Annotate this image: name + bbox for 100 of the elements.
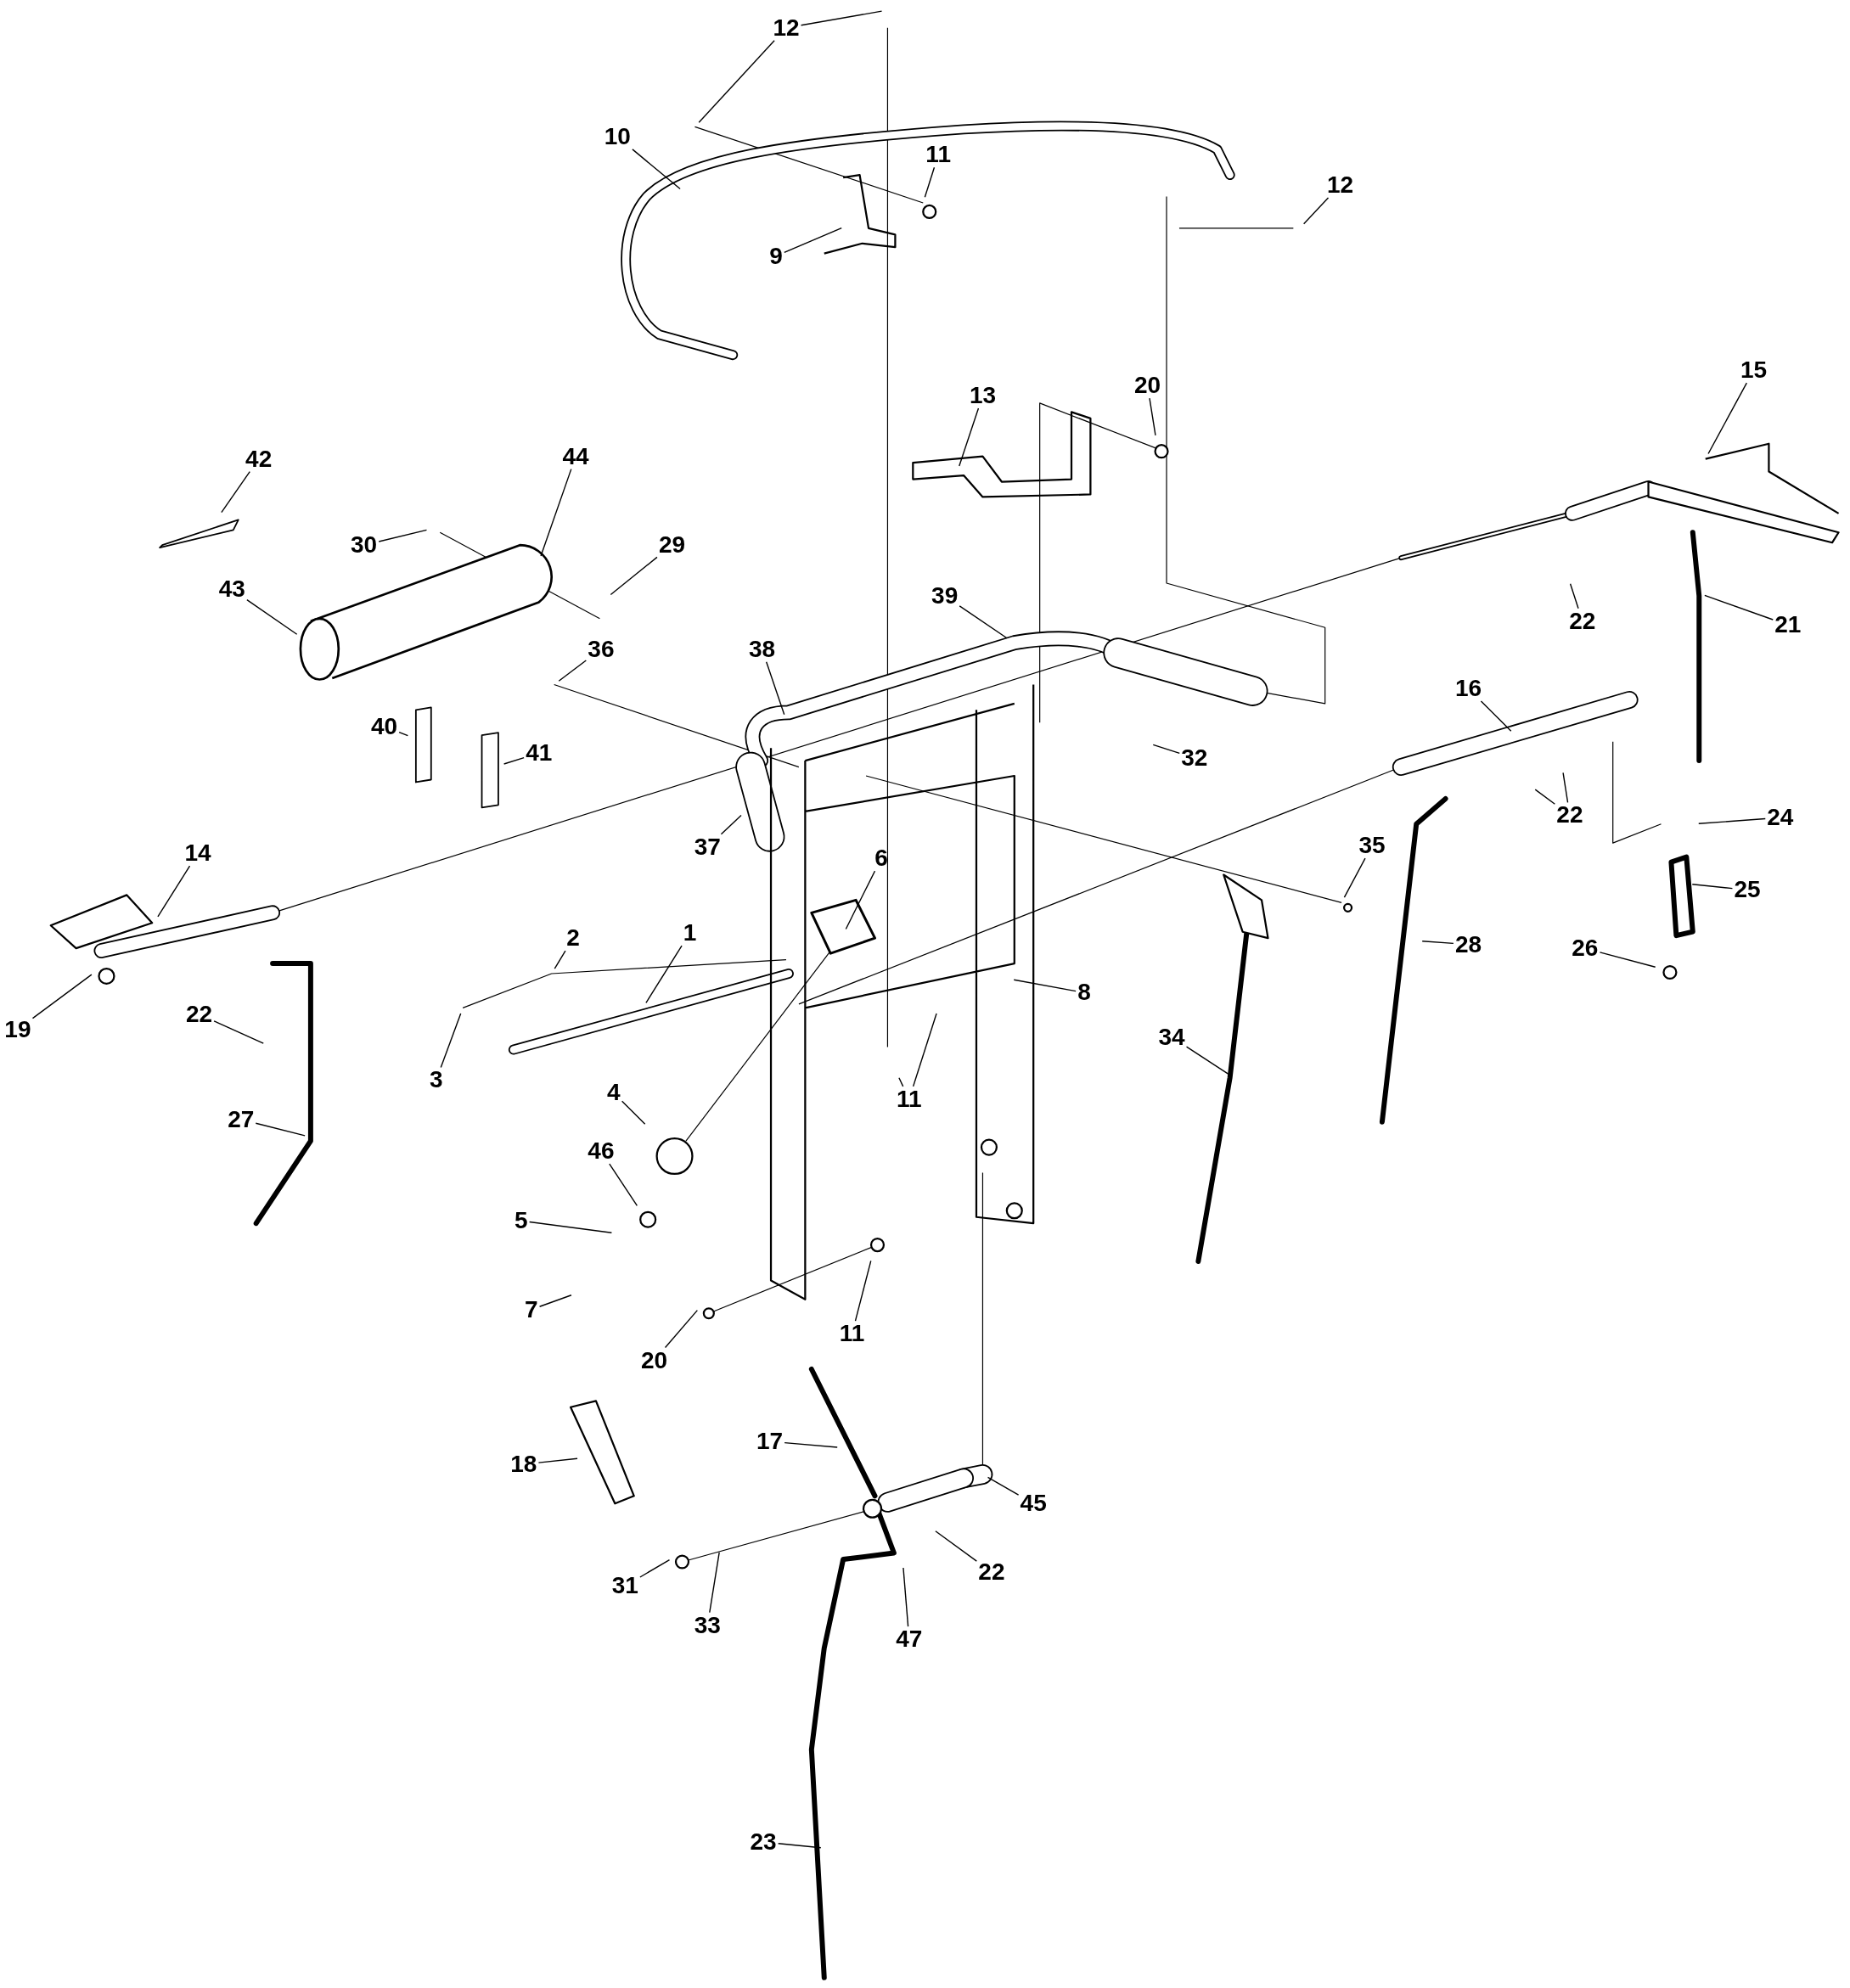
leader-line [1302, 197, 1330, 225]
leader-line [1152, 744, 1180, 755]
leader-line [1421, 941, 1454, 945]
callout-number: 27 [226, 1106, 256, 1132]
callout-number: 29 [656, 532, 688, 559]
callout-number: 24 [1765, 805, 1796, 831]
callout-number: 10 [602, 124, 633, 150]
leader-line [959, 407, 980, 467]
leader-line [621, 1100, 646, 1125]
leader-line [157, 865, 191, 918]
callout-number: 21 [1773, 612, 1803, 638]
callout-number: 5 [513, 1208, 530, 1234]
callout-number: 23 [748, 1829, 779, 1856]
leader-line [221, 470, 250, 514]
leader-line [554, 950, 566, 969]
callout-number: 11 [837, 1321, 867, 1347]
callout-number: 47 [894, 1626, 925, 1653]
leader-line [1149, 397, 1156, 436]
leader-line [720, 814, 742, 835]
leader-line [558, 660, 588, 682]
leader-line [440, 1013, 462, 1069]
callout-number: 12 [771, 14, 801, 41]
leader-line [800, 10, 883, 26]
leader-line [903, 1567, 909, 1627]
callout-number: 14 [183, 840, 213, 867]
leader-line [378, 529, 428, 542]
callout-number: 41 [524, 740, 554, 767]
leader-line [1707, 382, 1748, 455]
callout-number: 30 [349, 532, 380, 559]
leader-line [1343, 857, 1366, 898]
leader-line [912, 1013, 937, 1087]
leader-line [664, 1309, 699, 1349]
leader-line [213, 1020, 264, 1044]
callout-number: 37 [692, 834, 723, 860]
leader-line [503, 756, 525, 765]
callout-number: 22 [183, 1001, 215, 1027]
leader-line [924, 166, 936, 198]
callout-number: 31 [610, 1573, 640, 1599]
leader-line [1599, 952, 1656, 968]
leader-line [1185, 1046, 1229, 1075]
leader-line [709, 1552, 720, 1614]
callout-number: 34 [1156, 1024, 1187, 1050]
leader-line [1562, 772, 1569, 803]
callout-number: 9 [768, 243, 784, 269]
callout-number: 40 [368, 713, 400, 739]
callout-number: 20 [1133, 373, 1163, 398]
callout-number: 38 [747, 636, 778, 662]
callout-number: 11 [895, 1086, 924, 1112]
callout-number: 39 [930, 582, 960, 609]
callout-number: 22 [976, 1558, 1007, 1585]
leader-line [246, 598, 298, 635]
leader-line [1534, 789, 1556, 805]
callout-number: 33 [692, 1612, 723, 1638]
leader-line [777, 1843, 822, 1849]
leader-line [632, 149, 681, 190]
leader-line [898, 1077, 904, 1087]
callout-number: 22 [1555, 802, 1585, 828]
callout-number: 2 [565, 925, 582, 952]
callout-number: 7 [523, 1296, 540, 1323]
callout-number: 46 [586, 1138, 616, 1165]
leader-line [645, 945, 683, 1004]
callout-number: 6 [873, 845, 890, 872]
leader-line [987, 1476, 1020, 1496]
callout-number: 15 [1738, 357, 1769, 384]
leader-line [1013, 979, 1077, 992]
callout-number: 11 [924, 142, 953, 168]
callout-number: 26 [1570, 935, 1600, 962]
callout-number: 4 [605, 1080, 622, 1106]
callout-number: 42 [244, 446, 274, 472]
callout-number: 20 [639, 1347, 670, 1373]
leader-line [538, 1294, 572, 1307]
callout-number: 25 [1732, 877, 1763, 903]
callout-number: 36 [586, 636, 616, 662]
callout-number: 1 [681, 920, 699, 946]
leader-line [784, 227, 842, 254]
leader-line [255, 1122, 306, 1137]
leader-line [31, 974, 93, 1019]
callout-number: 18 [509, 1451, 539, 1477]
leader-line [1691, 884, 1734, 890]
leader-line [935, 1530, 978, 1562]
leader-line [784, 1441, 838, 1448]
callout-number: 45 [1018, 1491, 1049, 1517]
callout-number: 8 [1076, 980, 1093, 1006]
leader-line [540, 468, 572, 557]
callout-number: 16 [1453, 675, 1484, 701]
callout-number: 13 [967, 382, 998, 408]
leader-line [1480, 700, 1512, 732]
leader-line [854, 1260, 872, 1322]
leader-line [959, 605, 1008, 639]
leader-line [639, 1558, 671, 1578]
callout-number: 44 [560, 443, 591, 469]
callout-number: 32 [1179, 745, 1210, 772]
leader-line [398, 731, 409, 737]
leader-line [845, 870, 876, 930]
callout-number: 35 [1357, 833, 1387, 859]
callout-number: 43 [216, 576, 247, 603]
leader-line [765, 660, 785, 716]
callout-number: 17 [754, 1429, 785, 1455]
leader-line [528, 1221, 613, 1233]
callout-number: 3 [427, 1067, 445, 1093]
